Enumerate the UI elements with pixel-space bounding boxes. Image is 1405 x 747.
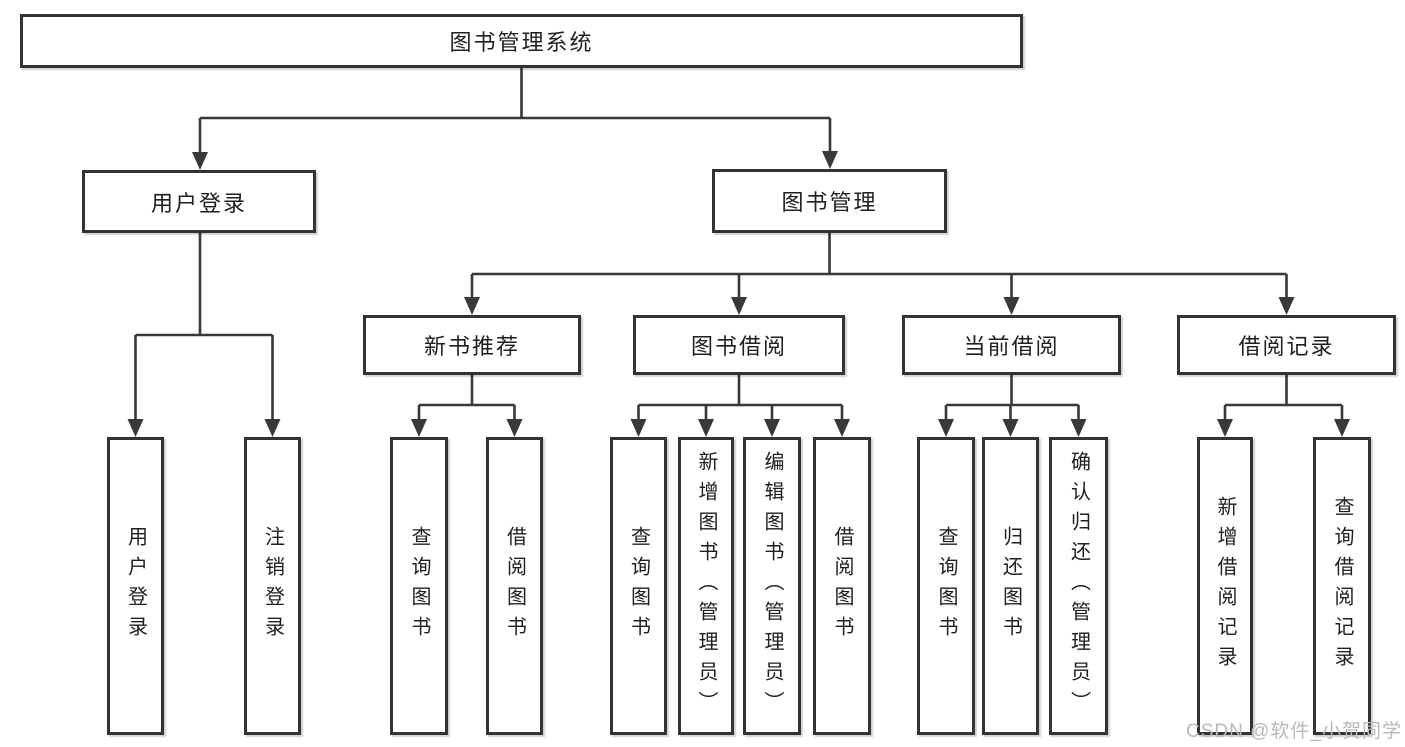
node-label: 借阅图书: [503, 526, 526, 646]
node-label: 图书管理系统: [449, 30, 594, 55]
connector-book-mgmt-children: [470, 233, 1288, 299]
arrow-to-leaf-query-books-1: [411, 419, 427, 437]
node-label: 新增借阅记录: [1214, 496, 1236, 676]
node-label: 借阅图书: [831, 526, 853, 646]
node-label: 当前借阅: [963, 334, 1060, 359]
node-label: 确认归还（管理员）: [1067, 451, 1090, 721]
node-label: 用户登录: [150, 190, 247, 216]
leaf-query-books-under-new-rec: 查询图书: [390, 437, 448, 735]
node-label: 查询图书: [408, 526, 430, 646]
leaf-edit-books-admin: 编辑图书（管理员）: [743, 437, 801, 735]
leaf-add-borrow-record: 新增借阅记录: [1197, 437, 1253, 735]
arrow-to-leaf-borrow-books-1: [506, 419, 523, 437]
arrow-to-new-rec: [464, 297, 480, 315]
node-label: 归还图书: [999, 526, 1022, 646]
arrow-to-leaf-query-books-3: [938, 419, 954, 437]
node-label: 借阅记录: [1238, 334, 1335, 359]
node-label: 编辑图书（管理员）: [761, 451, 783, 721]
connector-new-rec-children: [417, 375, 516, 421]
connector-records-children: [1223, 375, 1344, 421]
leaf-query-books-under-borrow: 查询图书: [610, 437, 667, 735]
node-label: 查询图书: [935, 526, 957, 646]
csdn-watermark: CSDN @软件_小贺同学: [1186, 721, 1402, 742]
arrow-to-borrow: [731, 297, 747, 315]
arrow-to-leaf-add-record: [1217, 419, 1233, 437]
arrow-to-leaf-add-books: [698, 419, 714, 437]
arrow-to-leaf-return-books: [1002, 419, 1019, 437]
node-label: 注销登录: [261, 526, 284, 646]
node-label: 新书推荐: [423, 334, 520, 359]
arrow-to-records: [1278, 297, 1295, 315]
node-book-borrow: 图书借阅: [633, 315, 845, 375]
node-library-management-system: 图书管理系统: [20, 14, 1023, 68]
connector-borrow-children: [637, 375, 844, 421]
arrow-to-book-mgmt: [822, 151, 838, 169]
node-label: 新增图书（管理员）: [695, 451, 717, 721]
leaf-borrow-books-under-borrow: 借阅图书: [813, 437, 871, 735]
arrow-to-leaf-user-login: [127, 419, 144, 437]
node-label: 图书借阅: [690, 334, 787, 359]
connector-root-to-level2: [198, 68, 832, 154]
arrow-to-leaf-edit-books: [764, 419, 780, 437]
leaf-logout: 注销登录: [244, 437, 301, 735]
arrow-to-current: [1003, 297, 1020, 315]
arrow-to-leaf-query-books-2: [630, 419, 647, 437]
leaf-user-login: 用户登录: [107, 437, 164, 735]
connector-current-children: [944, 375, 1080, 421]
leaf-return-books: 归还图书: [982, 437, 1039, 735]
leaf-confirm-return-admin: 确认归还（管理员）: [1049, 437, 1108, 735]
arrow-to-leaf-borrow-books-2: [834, 419, 850, 437]
arrow-to-user-login: [192, 152, 208, 170]
leaf-query-books-under-current: 查询图书: [917, 437, 975, 735]
leaf-borrow-books-under-new-rec: 借阅图书: [486, 437, 543, 735]
node-current-borrow: 当前借阅: [902, 315, 1121, 375]
node-label: 查询借阅记录: [1331, 496, 1353, 676]
connector-user-login-children: [134, 233, 274, 421]
arrow-to-leaf-query-record: [1334, 419, 1350, 437]
leaf-query-borrow-record: 查询借阅记录: [1313, 437, 1371, 735]
node-borrow-records: 借阅记录: [1177, 315, 1396, 375]
node-label: 用户登录: [124, 526, 147, 646]
node-new-book-recommend: 新书推荐: [363, 315, 581, 375]
node-user-login: 用户登录: [82, 170, 316, 233]
arrow-to-leaf-confirm-return: [1070, 419, 1087, 437]
node-label: 查询图书: [627, 526, 650, 646]
node-book-management: 图书管理: [712, 169, 947, 233]
node-label: 图书管理: [781, 190, 878, 215]
arrow-to-leaf-logout: [264, 419, 281, 437]
leaf-add-books-admin: 新增图书（管理员）: [678, 437, 734, 735]
